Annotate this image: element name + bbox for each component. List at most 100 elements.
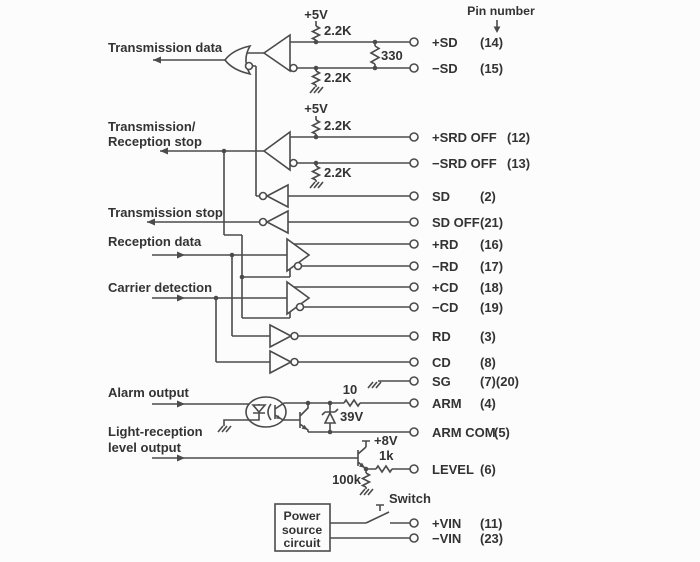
arrow-right-icon [177,454,185,462]
label-resistor-2.2k: 2.2K [324,165,352,180]
terminal-circle [409,398,419,408]
label-trx-reception-stop-1: Transmission/ [108,119,196,134]
resistor-2.2k-pullup-1 [310,25,322,41]
power-box-label-2: source [282,523,322,537]
signal-pin: (2) [480,189,496,204]
signal-name: −SRD OFF [432,156,497,171]
signal-pin: (17) [480,259,503,274]
label-switch: Switch [389,491,431,506]
inverter-sd [258,183,289,209]
ground-icon [309,86,324,94]
label-resistor-2.2k: 2.2K [324,23,352,38]
terminal-circle [409,376,419,386]
label-carrier-detection: Carrier detection [108,280,212,295]
signal-pin: (11) [480,516,502,531]
signal-name: +CD [432,280,458,295]
component-labels: +5V 2.2K 330 2.2K +5V 2.2K 2.2K 10 39V +… [282,7,431,550]
inverting-bubble-icon [295,302,305,312]
resistor-330-terminator [369,45,381,65]
transistor-q2-level [357,446,367,470]
pin-terminals [409,37,419,543]
signal-pin: (15) [480,61,503,76]
label-resistor-330: 330 [381,48,403,63]
label-resistor-10: 10 [343,382,357,397]
terminal-circle [409,37,419,47]
label-transmission-data: Transmission data [108,40,223,55]
arrow-right-icon [177,294,185,302]
signal-name: −CD [432,300,458,315]
signal-pin: (13) [507,156,530,171]
terminal-circle [409,132,419,142]
resistor-100k [360,472,372,488]
terminal-circle [409,63,419,73]
zener-diode-39v [321,408,339,424]
signal-pin: (7)(20) [480,374,519,389]
terminal-circle [409,533,419,543]
terminal-circle [409,282,419,292]
ground-icon [367,381,382,389]
arrow-left-icon [160,147,168,155]
signal-name: +SD [432,35,458,50]
signal-pin: (3) [480,329,496,344]
label-alarm-output: Alarm output [108,385,190,400]
terminal-circle [409,239,419,249]
arrow-right-icon [177,251,185,259]
ground-icon [359,488,374,496]
terminal-circle [409,158,419,168]
label-vcc-5v: +5V [304,101,328,116]
resistor-10-arm [343,398,361,408]
label-resistor-2.2k: 2.2K [324,70,352,85]
resistor-2.2k-pullup-2 [310,119,322,135]
pin-number-header: Pin number [467,4,535,18]
label-resistor-100k: 100k [332,472,362,487]
inverting-bubble-icon [289,63,298,73]
signal-name: SG [432,374,451,389]
signal-name: +VIN [432,516,461,531]
terminal-circle [409,217,419,227]
inverter-cd [269,349,299,375]
signal-name: −VIN [432,531,461,546]
signal-pin: (5) [494,425,510,440]
terminal-circle [409,331,419,341]
inverter-sd-off [258,209,289,235]
resistor-1k-level [375,464,393,474]
ground-icon [309,181,324,189]
signal-name: LEVEL [432,462,474,477]
terminal-circle [409,191,419,201]
terminal-circle [409,302,419,312]
power-box-label-1: Power [284,509,321,523]
signal-pin: (14) [480,35,503,50]
signal-pin: (23) [480,531,503,546]
label-vcc-5v: +5V [304,7,328,22]
power-switch [365,504,390,524]
terminal-circle [409,261,419,271]
inverting-bubble-icon [290,331,299,341]
ground-icon [217,425,232,433]
inverting-bubble-icon [290,357,299,367]
line-driver-cd [286,280,311,316]
label-resistor-2.2k: 2.2K [324,118,352,133]
power-box-label-3: circuit [284,536,321,550]
diff-receiver-sd [262,33,298,73]
signal-pin: (21) [480,215,503,230]
inverting-bubble-icon [244,61,254,71]
signal-pin: (19) [480,300,503,315]
terminal-circle [409,464,419,474]
label-reception-data: Reception data [108,234,202,249]
signal-pin: (16) [480,237,503,252]
pin-labels: +SD (14) −SD (15) +SRD OFF (12) −SRD OFF… [432,35,530,546]
signal-direction-arrows [147,56,185,462]
signal-name: +SRD OFF [432,130,497,145]
signal-name: CD [432,355,451,370]
led-icon [251,404,267,414]
signal-name: SD OFF [432,215,480,230]
label-zener-39v: 39V [340,409,363,424]
ground-symbols [217,86,382,496]
signal-name: ARM COM [432,425,496,440]
label-trx-reception-stop-2: Reception stop [108,134,202,149]
signal-name: −SD [432,61,458,76]
label-light-reception-1: Light-reception [108,424,203,439]
signal-name: SD [432,189,450,204]
